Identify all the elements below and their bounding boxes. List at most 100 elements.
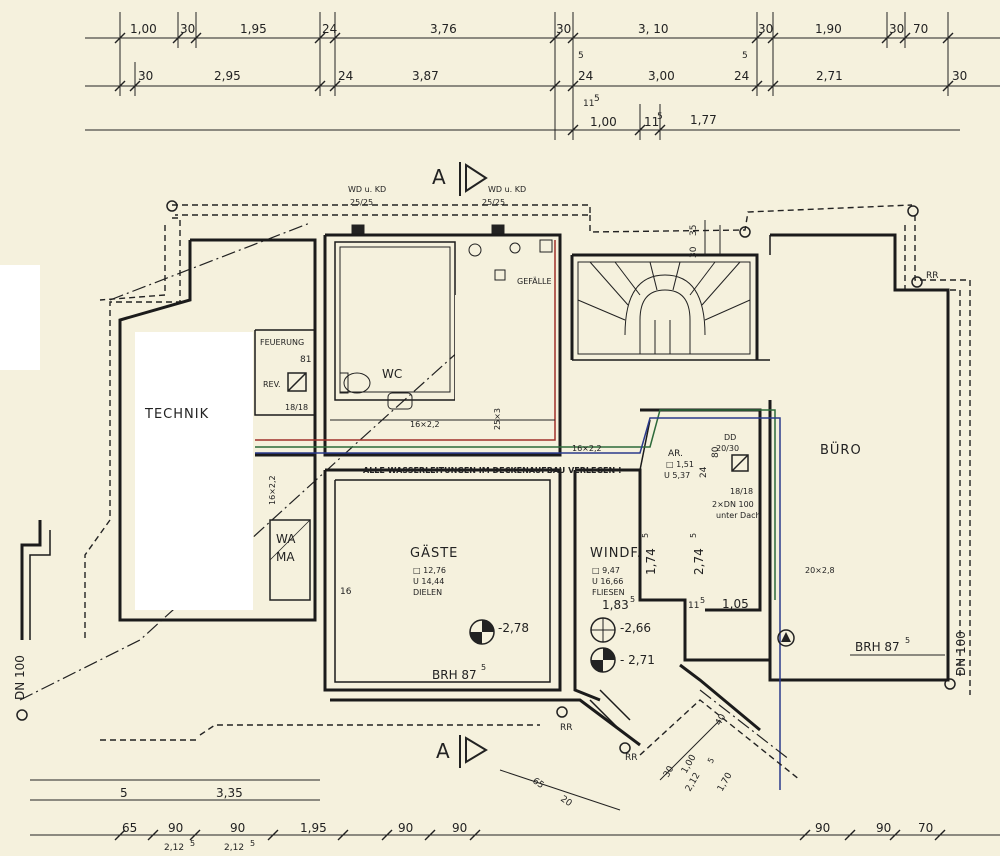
dn-left: DN 100: [13, 655, 27, 700]
dim-bottom-0: 65: [122, 821, 137, 835]
washing-machine-area: WA MA: [269, 519, 311, 601]
windf-area: □ 9,47: [592, 566, 620, 575]
dim-row2-3: 3,87: [412, 69, 439, 83]
windf-u: U 16,66: [592, 577, 623, 586]
gaeste-area: □ 12,76: [413, 566, 446, 575]
ar-u: U 5,37: [664, 471, 690, 480]
wc-label: WC: [382, 367, 402, 381]
dim-diag-7: 40: [714, 712, 729, 727]
windf-floor: FLIESEN: [592, 588, 625, 597]
rev-size: 18/18: [285, 403, 308, 412]
ar-dim2: 80: [711, 446, 721, 458]
room-buero: BÜRO BRH 87 5 RR: [777, 271, 945, 656]
dim-274: 2,74: [692, 548, 706, 575]
section-letter-top: A: [432, 165, 446, 189]
staircase: [577, 220, 751, 355]
dim-bottom-super-2: 2,12: [224, 843, 244, 853]
buero-brh-sup: 5: [905, 636, 910, 645]
windf-dim: 1,83: [602, 598, 629, 612]
room-gaeste: GÄSTE □ 12,76 U 14,44 DIELEN 16 -2,78 BR…: [340, 545, 529, 682]
rr-label-1: RR: [926, 271, 939, 281]
technik-area: [135, 332, 253, 610]
wd-kd-2-size: 25/25: [482, 198, 505, 207]
dim-row2-small-0: 5: [578, 51, 584, 61]
pipe-label-5: 20×2,8: [805, 566, 835, 575]
water-note: ALLE WASSERLEITUNGEN IM DECKENAUFBAU VER…: [363, 466, 622, 475]
wd-kd-1: WD u. KD: [348, 185, 386, 194]
dim-row1-8: 1,90: [815, 22, 842, 36]
dimension-chains-top: 1,00 30 1,95 24 3,76 30 3, 10 30 1,90 30…: [85, 12, 1000, 140]
dim-row1-3: 24: [322, 22, 337, 36]
dim-row3-0: 1,00: [590, 115, 617, 129]
dim-diag-0: 65: [530, 776, 545, 791]
dim-row3-3: 1,77: [690, 113, 717, 127]
gaeste-level: -2,78: [498, 621, 529, 635]
dim-105: 1,05: [722, 597, 749, 611]
blank-patch: [0, 265, 40, 370]
gaeste-brh-sup: 5: [481, 663, 486, 672]
dim-diag-3: 1,00: [680, 753, 699, 776]
dim-11-sup: 5: [700, 596, 705, 605]
duct-note: unter Dach: [716, 511, 761, 520]
dim-row1-2: 1,95: [240, 22, 267, 36]
dim-row2-0: 30: [138, 69, 153, 83]
rev-label: REV.: [263, 380, 281, 389]
dim-bottom-1: 90: [168, 821, 183, 835]
pipe-label-2: 25×3: [493, 408, 502, 430]
pipes: [255, 240, 781, 790]
dim-174-sup: 5: [641, 533, 650, 538]
gaeste-label: GÄSTE: [410, 545, 458, 561]
dim-row3-2: 5: [657, 112, 663, 122]
dim-row2-1: 2,95: [214, 69, 241, 83]
rr-label-2: RR: [560, 723, 573, 733]
dim-row1-7: 30: [758, 22, 773, 36]
gaeste-brh: BRH 87: [432, 668, 477, 682]
dim-diag-5: 5: [706, 756, 716, 765]
dim-row1-10: 70: [913, 22, 928, 36]
dim-row3-sup: 5: [594, 94, 600, 104]
wd-kd-1-size: 25/25: [350, 198, 373, 207]
dim-bottom-6: 90: [815, 821, 830, 835]
dim-bottom-super-1: 5: [190, 839, 195, 848]
dim-row1-4: 3,76: [430, 22, 457, 36]
pipe-label-3: 16×2,2: [572, 444, 602, 453]
section-mark-bottom: A: [436, 735, 488, 768]
wa-label: WA: [276, 532, 296, 546]
dim-row1-1: 30: [180, 22, 195, 36]
terrace-outline: [30, 689, 1000, 836]
feuerung-block: FEUERUNG 81 REV. 18/18: [260, 338, 311, 412]
dim-bottom-misc-0: 3,35: [216, 786, 243, 800]
dim-bottom-4: 90: [398, 821, 413, 835]
gaeste-num: 16: [340, 587, 352, 597]
dim-174: 1,74: [644, 548, 658, 575]
dd-label: DD: [724, 433, 736, 442]
dim-bottom-5: 90: [452, 821, 467, 835]
dim-bottom-3: 1,95: [300, 821, 327, 835]
wd-kd-2: WD u. KD: [488, 185, 526, 194]
feuerung-label: FEUERUNG: [260, 338, 304, 347]
gaeste-u: U 14,44: [413, 577, 444, 586]
dn-right: DN 100: [954, 631, 968, 676]
dim-row2-4: 24: [578, 69, 593, 83]
ar-dim1: 24: [699, 466, 709, 478]
dim-bottom-misc-1: 5: [120, 786, 128, 800]
dim-bottom-super-0: 2,12: [164, 843, 184, 853]
bath-fixtures: [339, 224, 553, 410]
dim-row2-5: 3,00: [648, 69, 675, 83]
feuerung-number: 81: [300, 355, 311, 365]
dim-row2-2: 24: [338, 69, 353, 83]
dd-size: 20/30: [716, 444, 739, 453]
dim-row2-small-1: 5: [742, 51, 748, 61]
dim-row1-5: 30: [556, 22, 571, 36]
ar-label: AR.: [668, 449, 683, 459]
windf-level2: - 2,71: [620, 653, 655, 667]
gefaelle-label: GEFÄLLE: [517, 276, 552, 286]
stair-dim-1: 35: [689, 225, 699, 236]
buero-brh: BRH 87: [855, 640, 900, 654]
dim-row1-9: 30: [889, 22, 904, 36]
dim-row1-0: 1,00: [130, 22, 157, 36]
duct-size: 18/18: [730, 487, 753, 496]
dim-row3-small: 11: [583, 99, 594, 109]
dim-row2-7: 2,71: [816, 69, 843, 83]
